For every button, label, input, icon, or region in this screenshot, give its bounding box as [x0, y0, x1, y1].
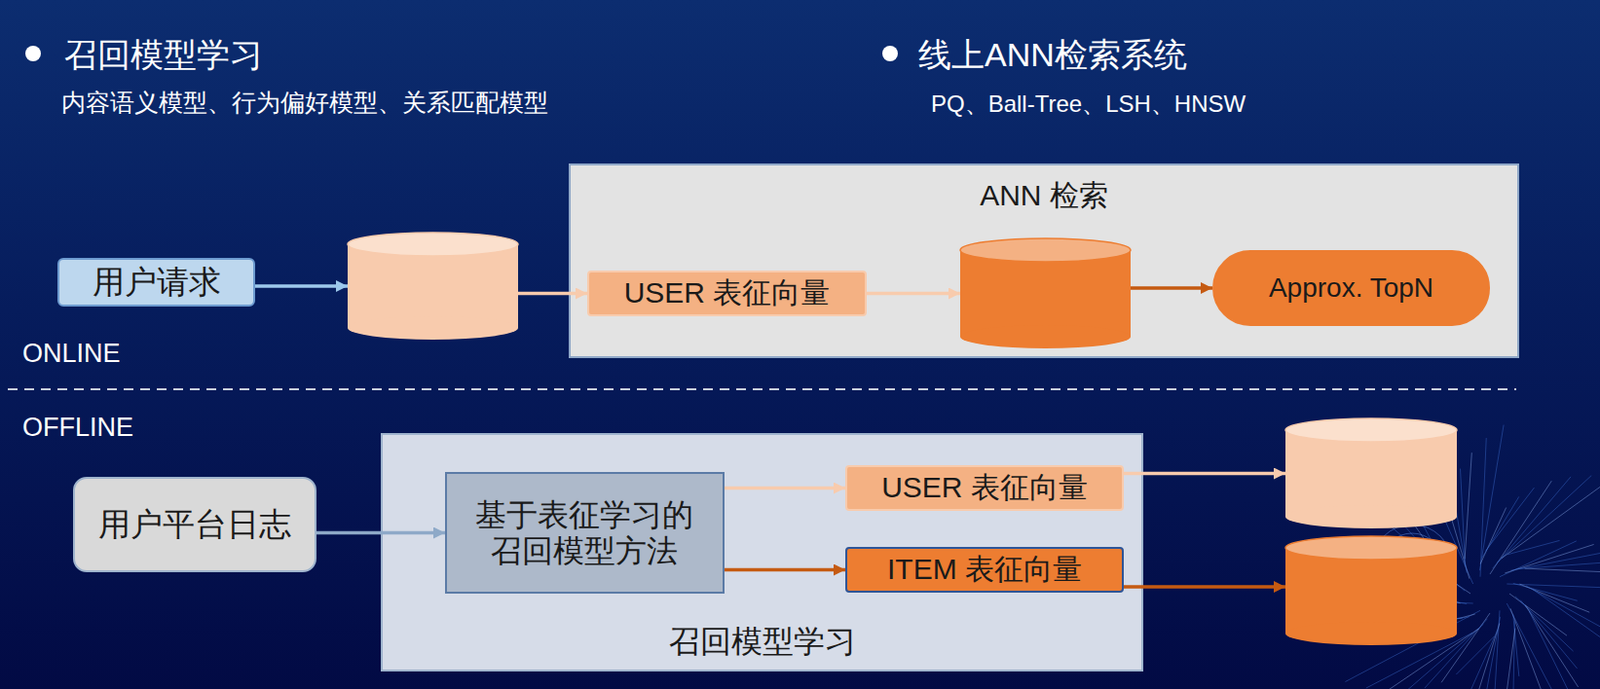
training-panel: 召回模型学习 基于表征学习的 召回模型方法 USER 表征向量 ITEM 表征向量: [380, 433, 1144, 672]
node-text: ITEM 表征向量: [887, 553, 1082, 588]
cylinder-body: [1285, 430, 1457, 518]
vector-box: ITEM 表征向量: [845, 547, 1124, 594]
vector-box: USER 表征向量: [845, 465, 1124, 512]
cylinder-shape: [1285, 536, 1457, 646]
node-text: 用户平台日志: [98, 506, 292, 544]
undefined: [1460, 623, 1499, 689]
undefined: [1492, 477, 1571, 569]
label-text: ONLINE: [22, 338, 121, 370]
cylinder-bottom: [1285, 505, 1457, 529]
cylinder-shape: [347, 232, 519, 340]
undefined: [1485, 487, 1534, 552]
arrow-connector: [724, 486, 846, 491]
undefined: [1517, 560, 1600, 569]
cylinder-top: [347, 232, 519, 257]
undefined: [1460, 469, 1466, 567]
arrow-connector: [518, 292, 588, 297]
bullet-dot: [882, 45, 898, 62]
cylinder-body: [960, 250, 1131, 337]
undefined: [1455, 636, 1494, 675]
cylinder-top: [960, 238, 1131, 262]
arrow-connector: [316, 531, 446, 536]
cylinder-top: [1285, 536, 1457, 560]
label-text: 线上ANN检索系统: [918, 33, 1188, 78]
storage-cylinder: [1285, 418, 1457, 529]
node-text: USER 表征向量: [881, 471, 1088, 506]
panel-title: ANN 检索: [570, 179, 1518, 214]
storage-cylinder: [960, 238, 1131, 349]
undefined: [1464, 452, 1472, 559]
cylinder-body: [347, 244, 519, 329]
method-box: 基于表征学习的 召回模型方法: [445, 472, 725, 595]
cylinder-shape: [960, 238, 1131, 349]
undefined: [1510, 608, 1563, 689]
node-text: 用户请求: [92, 263, 222, 301]
label-text: PQ、Ball-Tree、LSH、HNSW: [930, 88, 1246, 120]
arrow-connector: [1123, 585, 1286, 590]
undefined: [1501, 478, 1600, 559]
cylinder-bottom: [960, 325, 1131, 349]
node-text: Approx. TopN: [1268, 272, 1434, 304]
undefined: [1525, 568, 1600, 574]
arrow-connector: [1123, 472, 1286, 477]
request-box: 用户请求: [57, 258, 256, 307]
undefined: [1504, 629, 1516, 689]
undefined: [1525, 605, 1578, 688]
arrow-connector: [866, 292, 961, 297]
arrow-connector: [1130, 286, 1213, 291]
cylinder-top: [1285, 418, 1457, 443]
result-pill: Approx. TopN: [1212, 250, 1490, 327]
vector-box: USER 表征向量: [587, 270, 867, 317]
label-text: OFFLINE: [22, 412, 134, 444]
cylinder-bottom: [1285, 622, 1457, 646]
panel-title: 召回模型学习: [382, 624, 1142, 661]
cylinder-body: [1285, 548, 1457, 634]
storage-cylinder: [347, 232, 519, 340]
undefined: [1532, 589, 1600, 643]
label-text: 内容语义模型、行为偏好模型、关系匹配模型: [61, 86, 549, 119]
log-box: 用户平台日志: [73, 477, 317, 573]
undefined: [1478, 617, 1500, 689]
bullet-dot: [25, 45, 41, 62]
ann-panel: ANN 检索 USER 表征向量 Approx. TopN: [568, 163, 1520, 359]
storage-cylinder: [1285, 536, 1457, 646]
node-text: 基于表征学习的 召回模型方法: [472, 497, 697, 570]
cylinder-bottom: [347, 316, 519, 340]
label-text: 召回模型学习: [64, 33, 263, 78]
arrow-connector: [724, 568, 846, 573]
dashed-divider: [7, 388, 1517, 391]
undefined: [1510, 551, 1600, 571]
undefined: [1479, 425, 1504, 572]
node-text: USER 表征向量: [624, 276, 831, 311]
cylinder-shape: [1285, 418, 1457, 529]
arrow-connector: [255, 284, 348, 289]
undefined: [1506, 603, 1571, 689]
